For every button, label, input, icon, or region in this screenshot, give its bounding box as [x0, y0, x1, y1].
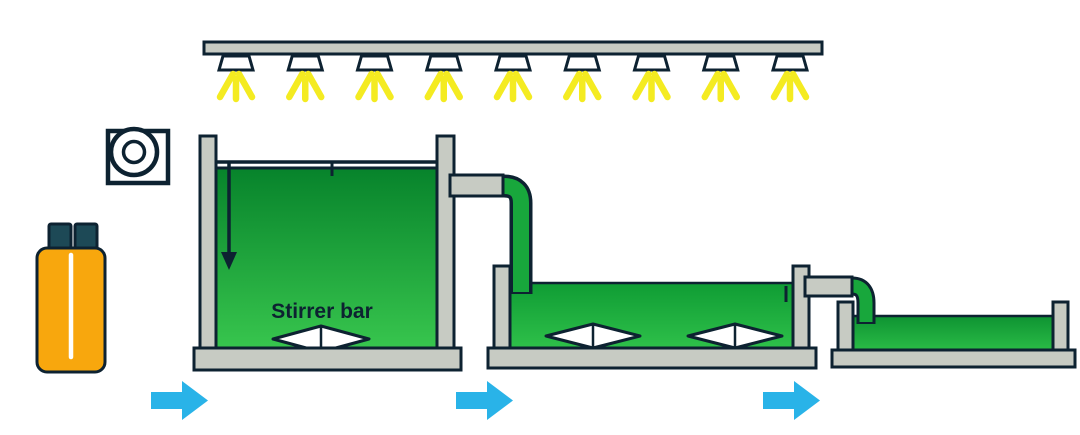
light-ray-icon: [493, 70, 514, 101]
light-ray-icon: [720, 70, 740, 101]
light-ray-icon: [563, 70, 583, 101]
lamp-housing-icon: [355, 54, 394, 72]
lamp-2: [286, 54, 325, 103]
light-ray-icon: [512, 70, 533, 101]
tank-1-right-wall: [435, 134, 456, 354]
light-bank: [202, 40, 824, 103]
stirrer-bar-label: Stirrer bar: [271, 300, 373, 323]
light-ray-icon: [770, 70, 791, 101]
lamp-housing-icon: [494, 54, 532, 72]
light-ray-icon: [216, 70, 237, 101]
pipe-1-spout: [448, 173, 505, 198]
light-ray-icon: [424, 70, 444, 101]
light-ray-icon: [305, 70, 325, 101]
lamp-5: [493, 54, 533, 103]
light-ray-icon: [651, 70, 671, 101]
tank-3-left-wall: [836, 300, 855, 356]
light-ray-icon: [286, 70, 306, 101]
light-bank-bar: [202, 40, 824, 56]
light-ray-icon: [789, 70, 810, 101]
tank-2-base: [486, 346, 818, 370]
lamp-4: [424, 54, 463, 103]
pipe-2-spout: [803, 275, 854, 298]
light-ray-icon: [701, 70, 721, 101]
lamp-1: [216, 54, 256, 103]
lamp-housing-icon: [701, 54, 740, 72]
flow-arrows: [151, 381, 820, 420]
light-ray-icon: [374, 70, 394, 101]
lamp-3: [355, 54, 394, 103]
lamp-housing-icon: [286, 54, 325, 72]
tank-1-liquid: [214, 166, 439, 352]
tank-1-base: [192, 346, 463, 372]
lamp-housing-icon: [217, 54, 255, 72]
flow-arrow-right-icon-2: [456, 381, 513, 420]
media-bottle: [35, 222, 107, 374]
down-arrow-icon: [221, 252, 237, 270]
tank-3-base: [830, 348, 1077, 369]
open-tank-3: [830, 300, 1077, 369]
lamp-6: [563, 54, 602, 103]
flow-arrow-right-icon-3: [763, 381, 820, 420]
tank-1-left-wall: [198, 134, 218, 354]
lamp-housing-icon: [632, 54, 671, 72]
lamp-8: [701, 54, 740, 103]
lamp-housing-icon: [771, 54, 809, 72]
tank-2-left-wall: [492, 264, 512, 354]
lamps: [216, 54, 810, 103]
transfer-pipe-2: [803, 275, 876, 324]
stirred-tank-2: [486, 264, 818, 370]
pump-icon: [105, 126, 171, 186]
light-ray-icon: [235, 70, 256, 101]
light-ray-icon: [582, 70, 602, 101]
tank-3-liquid: [851, 314, 1055, 354]
stirred-tank-1: Stirrer bar: [192, 134, 463, 372]
light-ray-icon: [443, 70, 463, 101]
light-ray-icon: [632, 70, 652, 101]
lamp-7: [632, 54, 671, 103]
lamp-9: [770, 54, 810, 103]
pump-hub-icon: [121, 139, 147, 165]
tank-3-right-wall: [1051, 300, 1070, 356]
lamp-housing-icon: [563, 54, 602, 72]
flow-arrow-right-icon-1: [151, 381, 208, 420]
light-ray-icon: [355, 70, 375, 101]
lamp-housing-icon: [424, 54, 463, 72]
transfer-pipe-1: [448, 173, 533, 294]
